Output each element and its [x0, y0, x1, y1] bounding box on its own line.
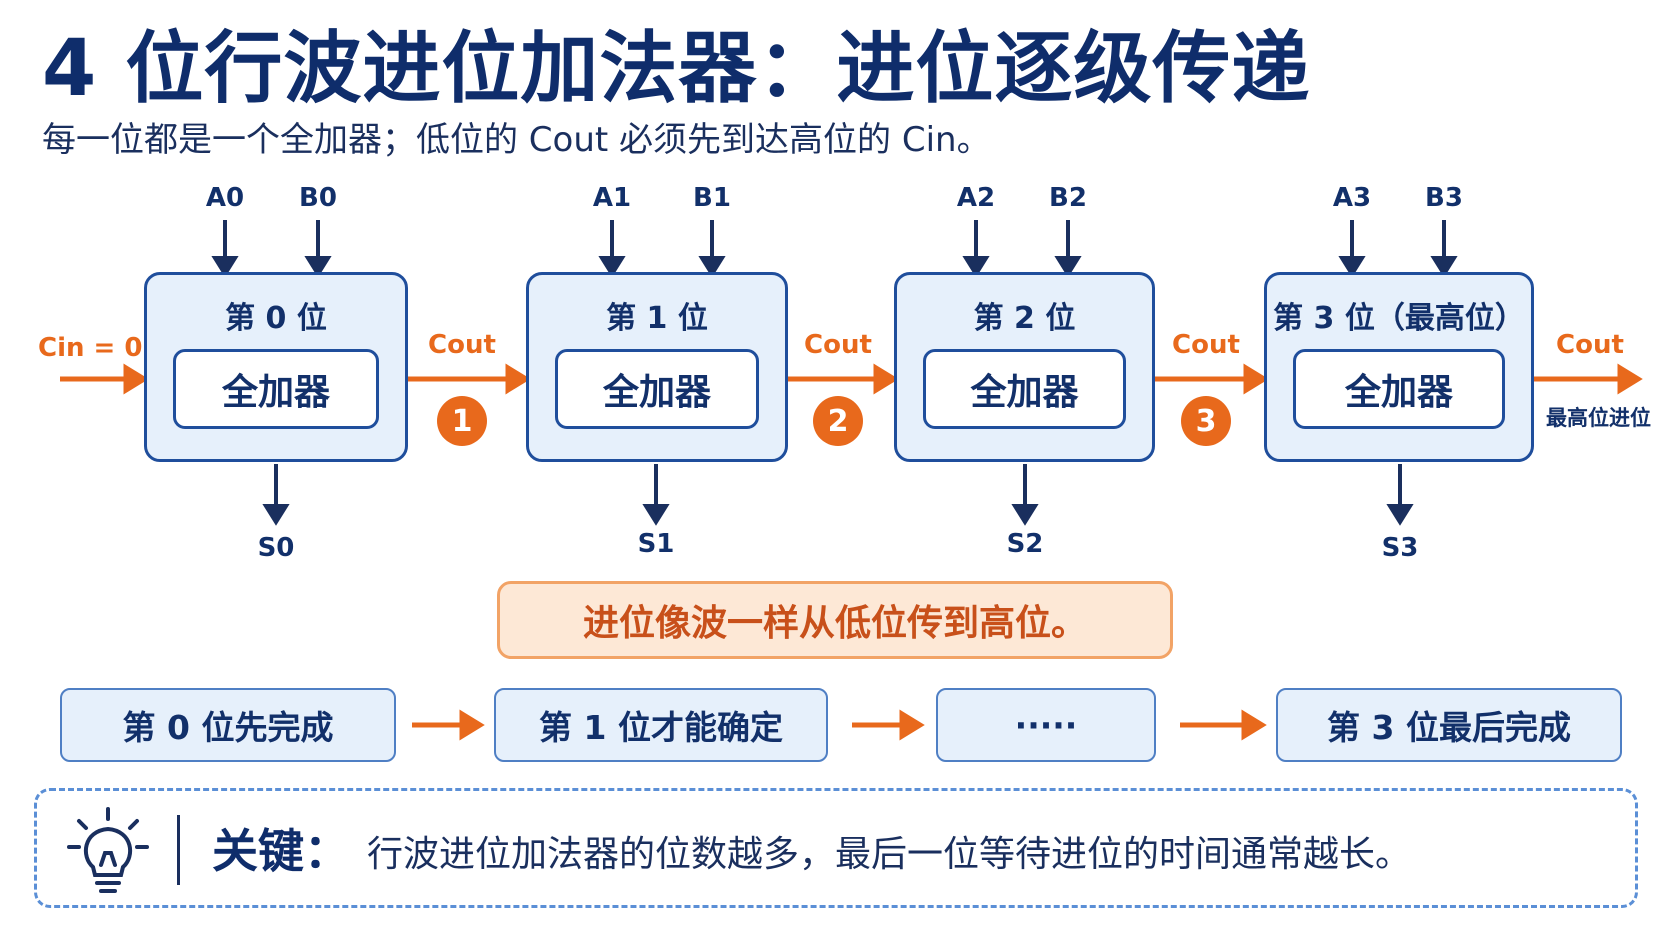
- flow-step-1: 第 0 位先完成: [60, 688, 396, 762]
- ripple-note: 进位像波一样从低位传到高位。: [497, 581, 1173, 659]
- stage-3: 第 3 位（最高位） 全加器: [1264, 272, 1534, 462]
- full-adder-block: 全加器: [555, 349, 759, 429]
- input-label-b3: B3: [1425, 183, 1463, 213]
- sum-label-s2: S2: [1006, 529, 1044, 559]
- cout-label-2: Cout: [1172, 330, 1240, 360]
- msb-carry-label: 最高位进位: [1546, 406, 1651, 430]
- full-adder-block: 全加器: [1293, 349, 1505, 429]
- input-label-b0: B0: [299, 183, 337, 213]
- full-adder-block: 全加器: [173, 349, 379, 429]
- input-label-b2: B2: [1049, 183, 1087, 213]
- stage-title: 第 3 位（最高位）: [1273, 301, 1525, 336]
- cout-label-3: Cout: [1556, 330, 1624, 360]
- input-label-a0: A0: [205, 183, 245, 213]
- stage-title: 第 1 位: [606, 301, 708, 336]
- sum-label-s1: S1: [637, 529, 675, 559]
- flow-step-3: ·····: [936, 688, 1156, 762]
- sum-label-s0: S0: [257, 533, 295, 563]
- flow-step-2: 第 1 位才能确定: [494, 688, 828, 762]
- step-badge-1: 1: [437, 396, 487, 446]
- input-label-a1: A1: [592, 183, 632, 213]
- step-badge-3: 3: [1181, 396, 1231, 446]
- key-label: 关键：: [212, 824, 350, 878]
- step-badge-2: 2: [813, 396, 863, 446]
- stage-0: 第 0 位 全加器: [144, 272, 408, 462]
- cout-label-1: Cout: [804, 330, 872, 360]
- key-text: 行波进位加法器的位数越多，最后一位等待进位的时间通常越长。: [367, 834, 1412, 875]
- full-adder-block: 全加器: [923, 349, 1126, 429]
- cout-label-0: Cout: [428, 330, 496, 360]
- cin-label: Cin = 0: [38, 333, 143, 363]
- key-divider: [177, 815, 180, 885]
- stage-title: 第 2 位: [973, 301, 1076, 336]
- input-label-b1: B1: [693, 183, 731, 213]
- page-title: 4 位行波进位加法器：进位逐级传递: [42, 24, 1311, 114]
- flow-step-4: 第 3 位最后完成: [1276, 688, 1622, 762]
- lightbulb-icon: [67, 807, 149, 893]
- sum-label-s3: S3: [1381, 533, 1419, 563]
- stage-title: 第 0 位: [225, 301, 327, 336]
- key-callout: 关键： 行波进位加法器的位数越多，最后一位等待进位的时间通常越长。: [34, 788, 1638, 908]
- stage-1: 第 1 位 全加器: [526, 272, 788, 462]
- page-subtitle: 每一位都是一个全加器；低位的 Cout 必须先到达高位的 Cin。: [42, 120, 991, 160]
- input-label-a3: A3: [1332, 183, 1372, 213]
- input-label-a2: A2: [956, 183, 996, 213]
- stage-2: 第 2 位 全加器: [894, 272, 1155, 462]
